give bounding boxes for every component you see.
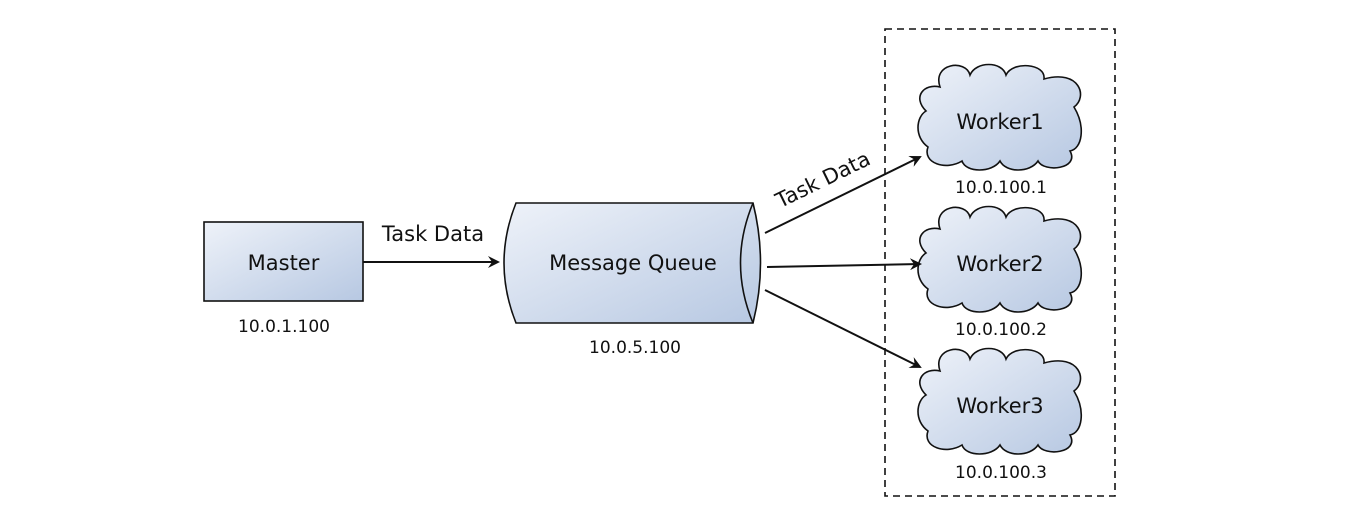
master-node: Master [203,221,364,302]
edge-queue-to-worker2 [766,258,922,271]
worker2-label: Worker2 [956,252,1043,276]
worker3-label: Worker3 [956,394,1043,418]
queue-cylinder-end [739,202,754,324]
worker1-ip: 10.0.100.1 [955,178,1047,198]
master-box [203,221,364,302]
queue-label: Message Queue [549,251,717,275]
queue-ip: 10.0.5.100 [589,338,681,358]
worker2-ip: 10.0.100.2 [955,320,1047,340]
edge-master-to-queue-label: Task Data [381,222,484,246]
message-queue-node: Message Queue [503,202,762,324]
worker1-label: Worker1 [956,110,1043,134]
master-label: Master [248,251,320,275]
edge-queue-to-worker1 [764,156,922,234]
worker3-cloud [917,347,1082,455]
worker1-node: Worker1 [917,63,1082,171]
edge-queue-to-worker3 [764,289,922,368]
worker2-cloud [917,205,1082,313]
master-ip: 10.0.1.100 [238,317,330,337]
worker1-cloud [917,63,1082,171]
worker3-ip: 10.0.100.3 [955,463,1047,483]
worker-group-boundary [884,28,1116,497]
worker3-node: Worker3 [917,347,1082,455]
edge-queue-to-worker1-label: Task Data [771,147,874,214]
worker2-node: Worker2 [917,205,1082,313]
